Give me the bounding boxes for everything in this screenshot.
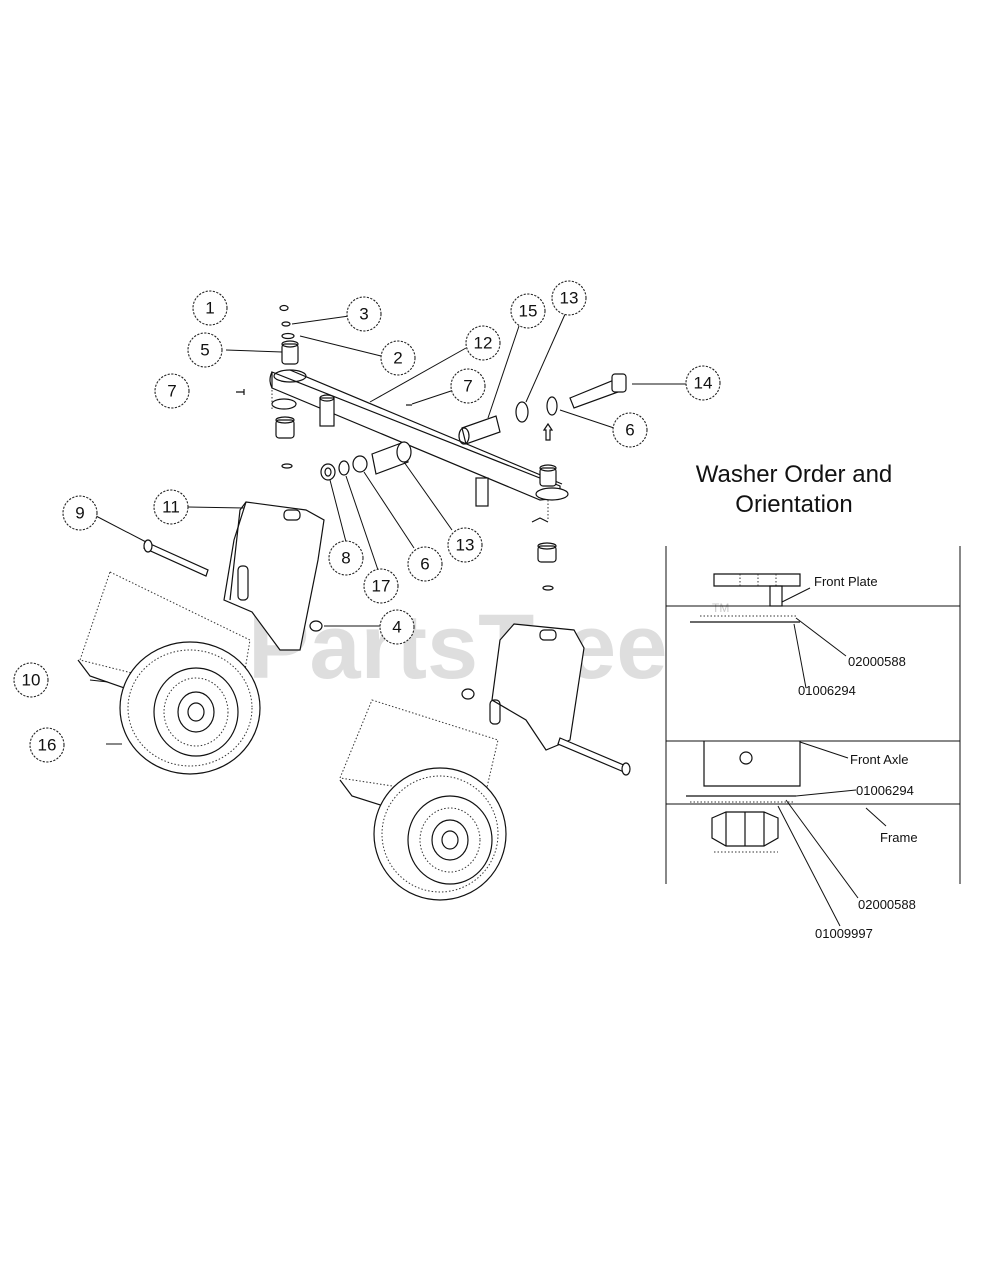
callout-13-top: 13 bbox=[551, 280, 587, 316]
inset-title-line2: Orientation bbox=[735, 491, 852, 518]
svg-text:6: 6 bbox=[625, 421, 634, 440]
label-front-axle: Front Axle bbox=[850, 752, 909, 767]
callout-10: 10 bbox=[13, 662, 49, 698]
right-wheel-assembly bbox=[339, 699, 507, 901]
callout-1: 1 bbox=[192, 290, 228, 326]
callout-4: 4 bbox=[379, 609, 415, 645]
callout-15: 15 bbox=[510, 293, 546, 329]
watermark-text: PartsTree bbox=[248, 596, 667, 698]
callout-17: 17 bbox=[363, 568, 399, 604]
svg-text:2: 2 bbox=[393, 349, 402, 368]
label-02000588-bottom: 02000588 bbox=[858, 897, 916, 912]
svg-text:11: 11 bbox=[162, 498, 180, 517]
callout-5: 5 bbox=[187, 332, 223, 368]
callout-9: 9 bbox=[62, 495, 98, 531]
callout-12: 12 bbox=[465, 325, 501, 361]
inset-top-hardware bbox=[690, 573, 801, 623]
svg-text:1: 1 bbox=[205, 299, 214, 318]
label-01006294-top: 01006294 bbox=[798, 683, 856, 698]
svg-text:14: 14 bbox=[694, 374, 713, 393]
svg-text:5: 5 bbox=[200, 341, 209, 360]
inset-title-line1: Washer Order and bbox=[696, 461, 893, 488]
svg-text:12: 12 bbox=[474, 334, 493, 353]
hardware-stack-left bbox=[236, 304, 299, 469]
callout-11: 11 bbox=[153, 489, 189, 525]
left-bolt bbox=[143, 539, 209, 577]
washer-order-inset: Washer Order and Orientation bbox=[665, 461, 961, 941]
svg-text:9: 9 bbox=[75, 504, 84, 523]
svg-text:6: 6 bbox=[420, 555, 429, 574]
callout-3: 3 bbox=[346, 296, 382, 332]
callout-13-bottom: 13 bbox=[447, 527, 483, 563]
front-axle-assembly-drawing bbox=[77, 304, 631, 901]
label-frame: Frame bbox=[880, 830, 918, 845]
label-01006294-bottom: 01006294 bbox=[856, 783, 914, 798]
callout-7-left: 7 bbox=[154, 373, 190, 409]
right-spindle-bracket bbox=[461, 623, 631, 776]
label-02000588-top: 02000588 bbox=[848, 654, 906, 669]
label-front-plate: Front Plate bbox=[814, 574, 878, 589]
left-spindle-bracket bbox=[223, 501, 325, 651]
svg-text:13: 13 bbox=[560, 289, 579, 308]
callout-16: 16 bbox=[29, 727, 65, 763]
right-spindle-hardware bbox=[531, 422, 557, 591]
svg-text:7: 7 bbox=[463, 377, 472, 396]
inset-bottom-hardware bbox=[686, 741, 801, 853]
svg-text:10: 10 bbox=[22, 671, 41, 690]
callout-14: 14 bbox=[685, 365, 721, 401]
pivot-hardware bbox=[320, 373, 627, 481]
axle-bar bbox=[269, 369, 569, 520]
svg-text:17: 17 bbox=[372, 577, 391, 596]
label-01009997: 01009997 bbox=[815, 926, 873, 941]
callout-bubbles: 1 3 2 5 7 12 15 13 7 14 6 9 11 8 17 6 13… bbox=[13, 280, 721, 763]
svg-text:16: 16 bbox=[38, 736, 57, 755]
callout-6-center: 6 bbox=[407, 546, 443, 582]
watermark-trademark: TM bbox=[712, 601, 729, 615]
callout-8: 8 bbox=[328, 540, 364, 576]
left-wheel-assembly bbox=[77, 571, 261, 775]
svg-text:13: 13 bbox=[456, 536, 475, 555]
svg-text:15: 15 bbox=[519, 302, 538, 321]
callout-6-right: 6 bbox=[612, 412, 648, 448]
svg-text:3: 3 bbox=[359, 305, 368, 324]
callout-7-center: 7 bbox=[450, 368, 486, 404]
watermark: PartsTree TM bbox=[248, 596, 729, 698]
svg-text:8: 8 bbox=[341, 549, 350, 568]
svg-text:4: 4 bbox=[392, 618, 401, 637]
svg-text:7: 7 bbox=[167, 382, 176, 401]
callout-2: 2 bbox=[380, 340, 416, 376]
leader-lines bbox=[89, 311, 686, 745]
